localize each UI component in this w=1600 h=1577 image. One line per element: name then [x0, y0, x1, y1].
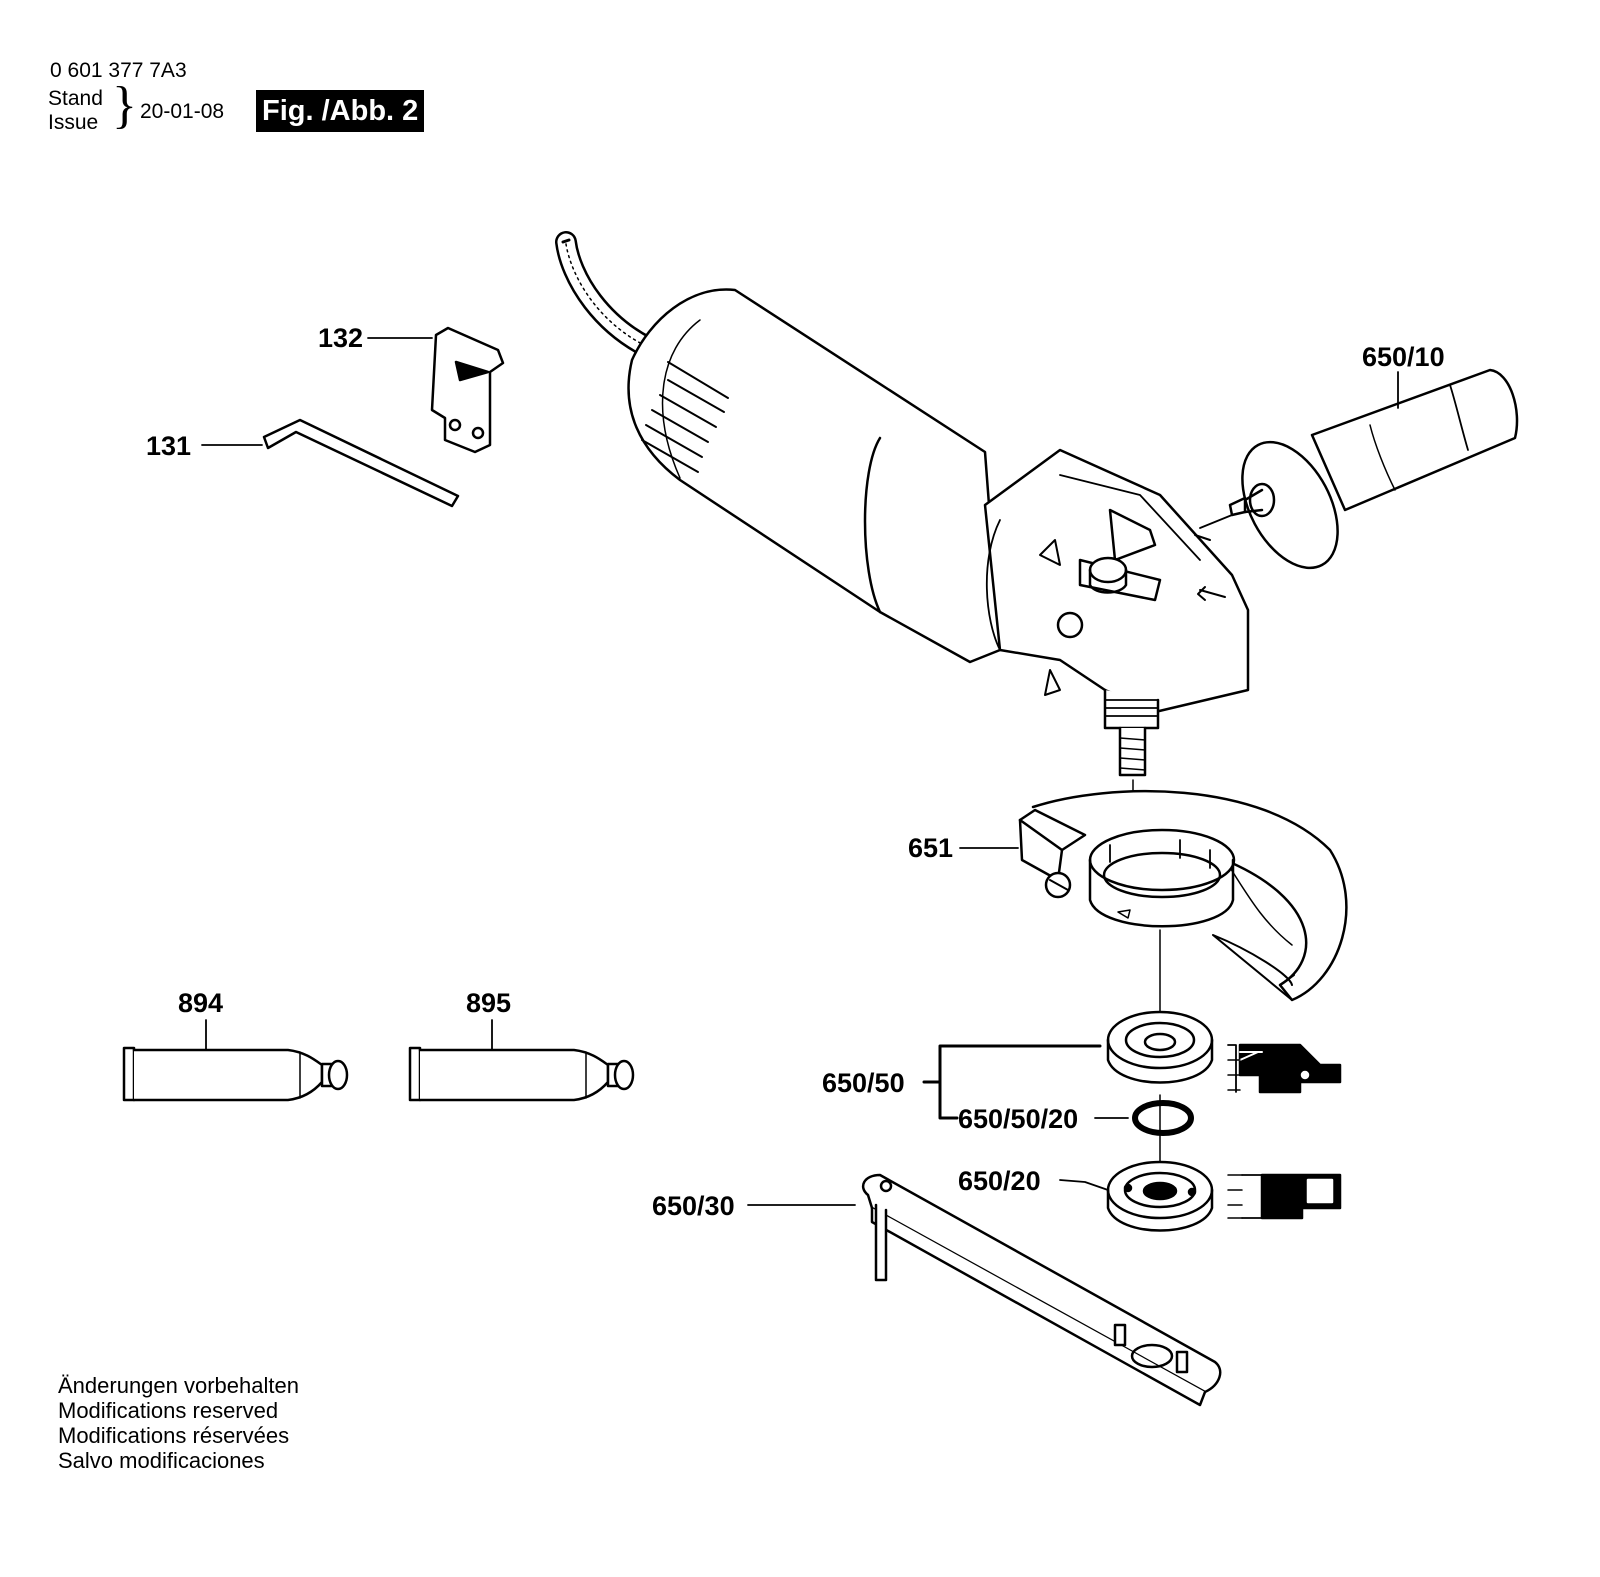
- callout-894: 894: [178, 988, 223, 1018]
- figure-label: Fig. /Abb. 2: [256, 90, 425, 132]
- notice-line-en: Modifications reserved: [58, 1398, 279, 1423]
- angle-grinder-body: [627, 288, 1250, 777]
- grease-tube-part-895: [408, 1019, 635, 1102]
- group-bracket-650-50: [922, 1044, 1102, 1120]
- auxiliary-handle-part-650-10: [1199, 368, 1519, 570]
- callout-650-20: 650/20: [958, 1166, 1041, 1196]
- clip-part-132: [367, 326, 505, 454]
- callout-650-50: 650/50: [822, 1068, 905, 1098]
- issue-date: 20-01-08: [140, 100, 225, 123]
- brace-glyph: }: [112, 77, 137, 134]
- callout-650-30: 650/30: [652, 1191, 735, 1221]
- notice-line-fr: Modifications réservées: [58, 1423, 290, 1448]
- grease-tube-part-894: [122, 1019, 349, 1102]
- callout-131: 131: [146, 431, 191, 461]
- hex-key-part-131: [201, 418, 460, 508]
- o-ring-part-650-50-20: [1094, 1100, 1194, 1136]
- callout-895: 895: [466, 988, 511, 1018]
- issue-label: Issue: [48, 111, 99, 134]
- modifications-notice: Änderungen vorbehalten Modifications res…: [58, 1373, 299, 1473]
- pin-spanner-part-650-30: [747, 1173, 1222, 1407]
- mounting-flange-part-650-50: [1106, 1010, 1342, 1094]
- notice-line-es: Salvo modificaciones: [58, 1448, 265, 1473]
- callout-132: 132: [318, 323, 363, 353]
- guard-part-651: [959, 789, 1348, 1002]
- callout-651: 651: [908, 833, 953, 863]
- callout-650-50-20: 650/50/20: [958, 1104, 1078, 1134]
- notice-line-de: Änderungen vorbehalten: [58, 1373, 299, 1398]
- stand-label: Stand: [48, 87, 103, 110]
- callout-650-10: 650/10: [1362, 342, 1445, 372]
- part-number: 0 601 377 7A3: [50, 59, 187, 82]
- clamping-nut-part-650-20: [1059, 1160, 1342, 1232]
